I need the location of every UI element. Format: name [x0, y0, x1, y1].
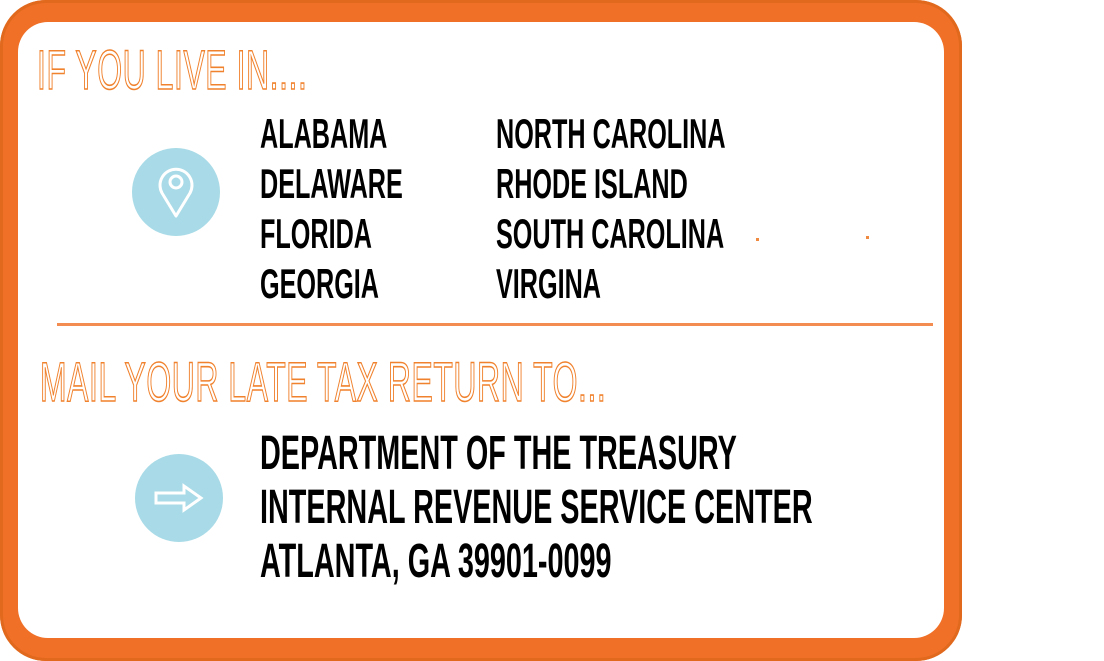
location-icon-circle: [132, 148, 220, 236]
arrow-right-icon: [154, 483, 204, 513]
state-alabama: ALABAMA: [260, 110, 388, 157]
state-north-carolina: NORTH CAROLINA: [496, 110, 726, 157]
decorative-dot: [866, 236, 869, 239]
state-delaware: DELAWARE: [260, 160, 403, 207]
map-pin-icon: [158, 167, 194, 218]
address-line-1: DEPARTMENT OF THE TREASURY: [260, 427, 737, 480]
decorative-dot: [756, 238, 759, 241]
state-georgia: GEORGIA: [260, 260, 380, 307]
section-heading-live-in: IF YOU LIVE IN....: [37, 38, 308, 101]
state-florida: FLORIDA: [260, 210, 372, 257]
state-virgina: VIRGINA: [496, 260, 602, 307]
arrow-icon-circle: [135, 454, 223, 542]
state-rhode-island: RHODE ISLAND: [496, 160, 688, 207]
section-divider: [57, 323, 933, 326]
address-line-3: ATLANTA, GA 39901-0099: [260, 535, 612, 588]
section-heading-mail-to: MAIL YOUR LATE TAX RETURN TO...: [40, 350, 607, 413]
state-south-carolina: SOUTH CAROLINA: [496, 210, 725, 257]
address-line-2: INTERNAL REVENUE SERVICE CENTER: [260, 481, 813, 534]
